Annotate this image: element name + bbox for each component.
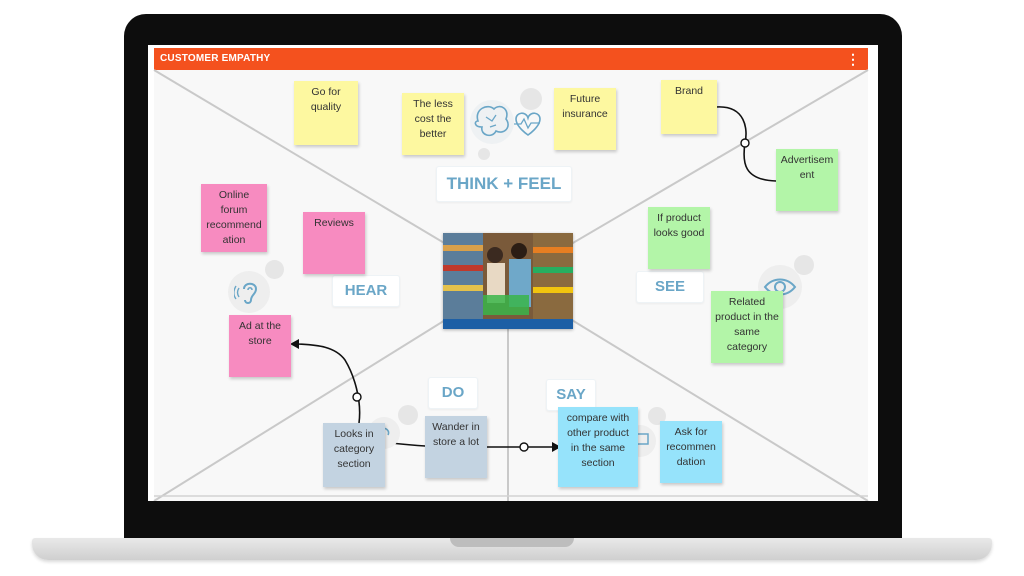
hear-label: HEAR <box>332 275 400 307</box>
think-feel-label: THINK + FEEL <box>436 166 572 202</box>
sticky-note[interactable]: Ask for recommen dation <box>660 421 722 483</box>
say-label: SAY <box>546 379 596 411</box>
laptop-notch <box>450 538 574 547</box>
sticky-note[interactable]: Reviews <box>303 212 365 274</box>
sticky-note[interactable]: Future insurance <box>554 88 616 150</box>
sticky-note[interactable]: Related product in the same category <box>711 291 783 363</box>
sticky-note[interactable]: The less cost the better <box>402 93 464 155</box>
sticky-note[interactable]: compare with other product in the same s… <box>558 407 638 487</box>
bubble-decor <box>648 407 666 425</box>
do-label: DO <box>428 377 478 409</box>
connector-looks-ad <box>297 343 361 424</box>
sticky-note[interactable]: If product looks good <box>648 207 710 269</box>
brain-heart-icon <box>466 97 546 147</box>
bubble-decor <box>265 260 284 279</box>
sticky-note[interactable]: Brand <box>661 80 717 134</box>
more-menu-icon[interactable]: ⋮ <box>846 51 860 67</box>
sticky-note[interactable]: Ad at the store <box>229 315 291 377</box>
laptop-base <box>32 538 992 560</box>
sticky-note[interactable]: Advertisem ent <box>776 149 838 211</box>
sticky-note[interactable]: Looks in category section <box>323 423 385 487</box>
shopping-couple-image <box>443 233 573 329</box>
sticky-note[interactable]: Online forum recommend ation <box>201 184 267 252</box>
app-header: CUSTOMER EMPATHY ⋮ <box>154 48 868 70</box>
app-title: CUSTOMER EMPATHY <box>160 53 271 64</box>
bubble-decor <box>520 88 542 110</box>
sticky-note[interactable]: Wander in store a lot <box>425 416 487 478</box>
sticky-note[interactable]: Go for quality <box>294 81 358 145</box>
see-label: SEE <box>636 271 704 303</box>
bubble-decor <box>398 405 418 425</box>
bubble-decor <box>478 148 490 160</box>
ear-icon <box>228 271 270 313</box>
app-screen: CUSTOMER EMPATHY ⋮ <box>148 45 878 501</box>
bubble-decor <box>794 255 814 275</box>
